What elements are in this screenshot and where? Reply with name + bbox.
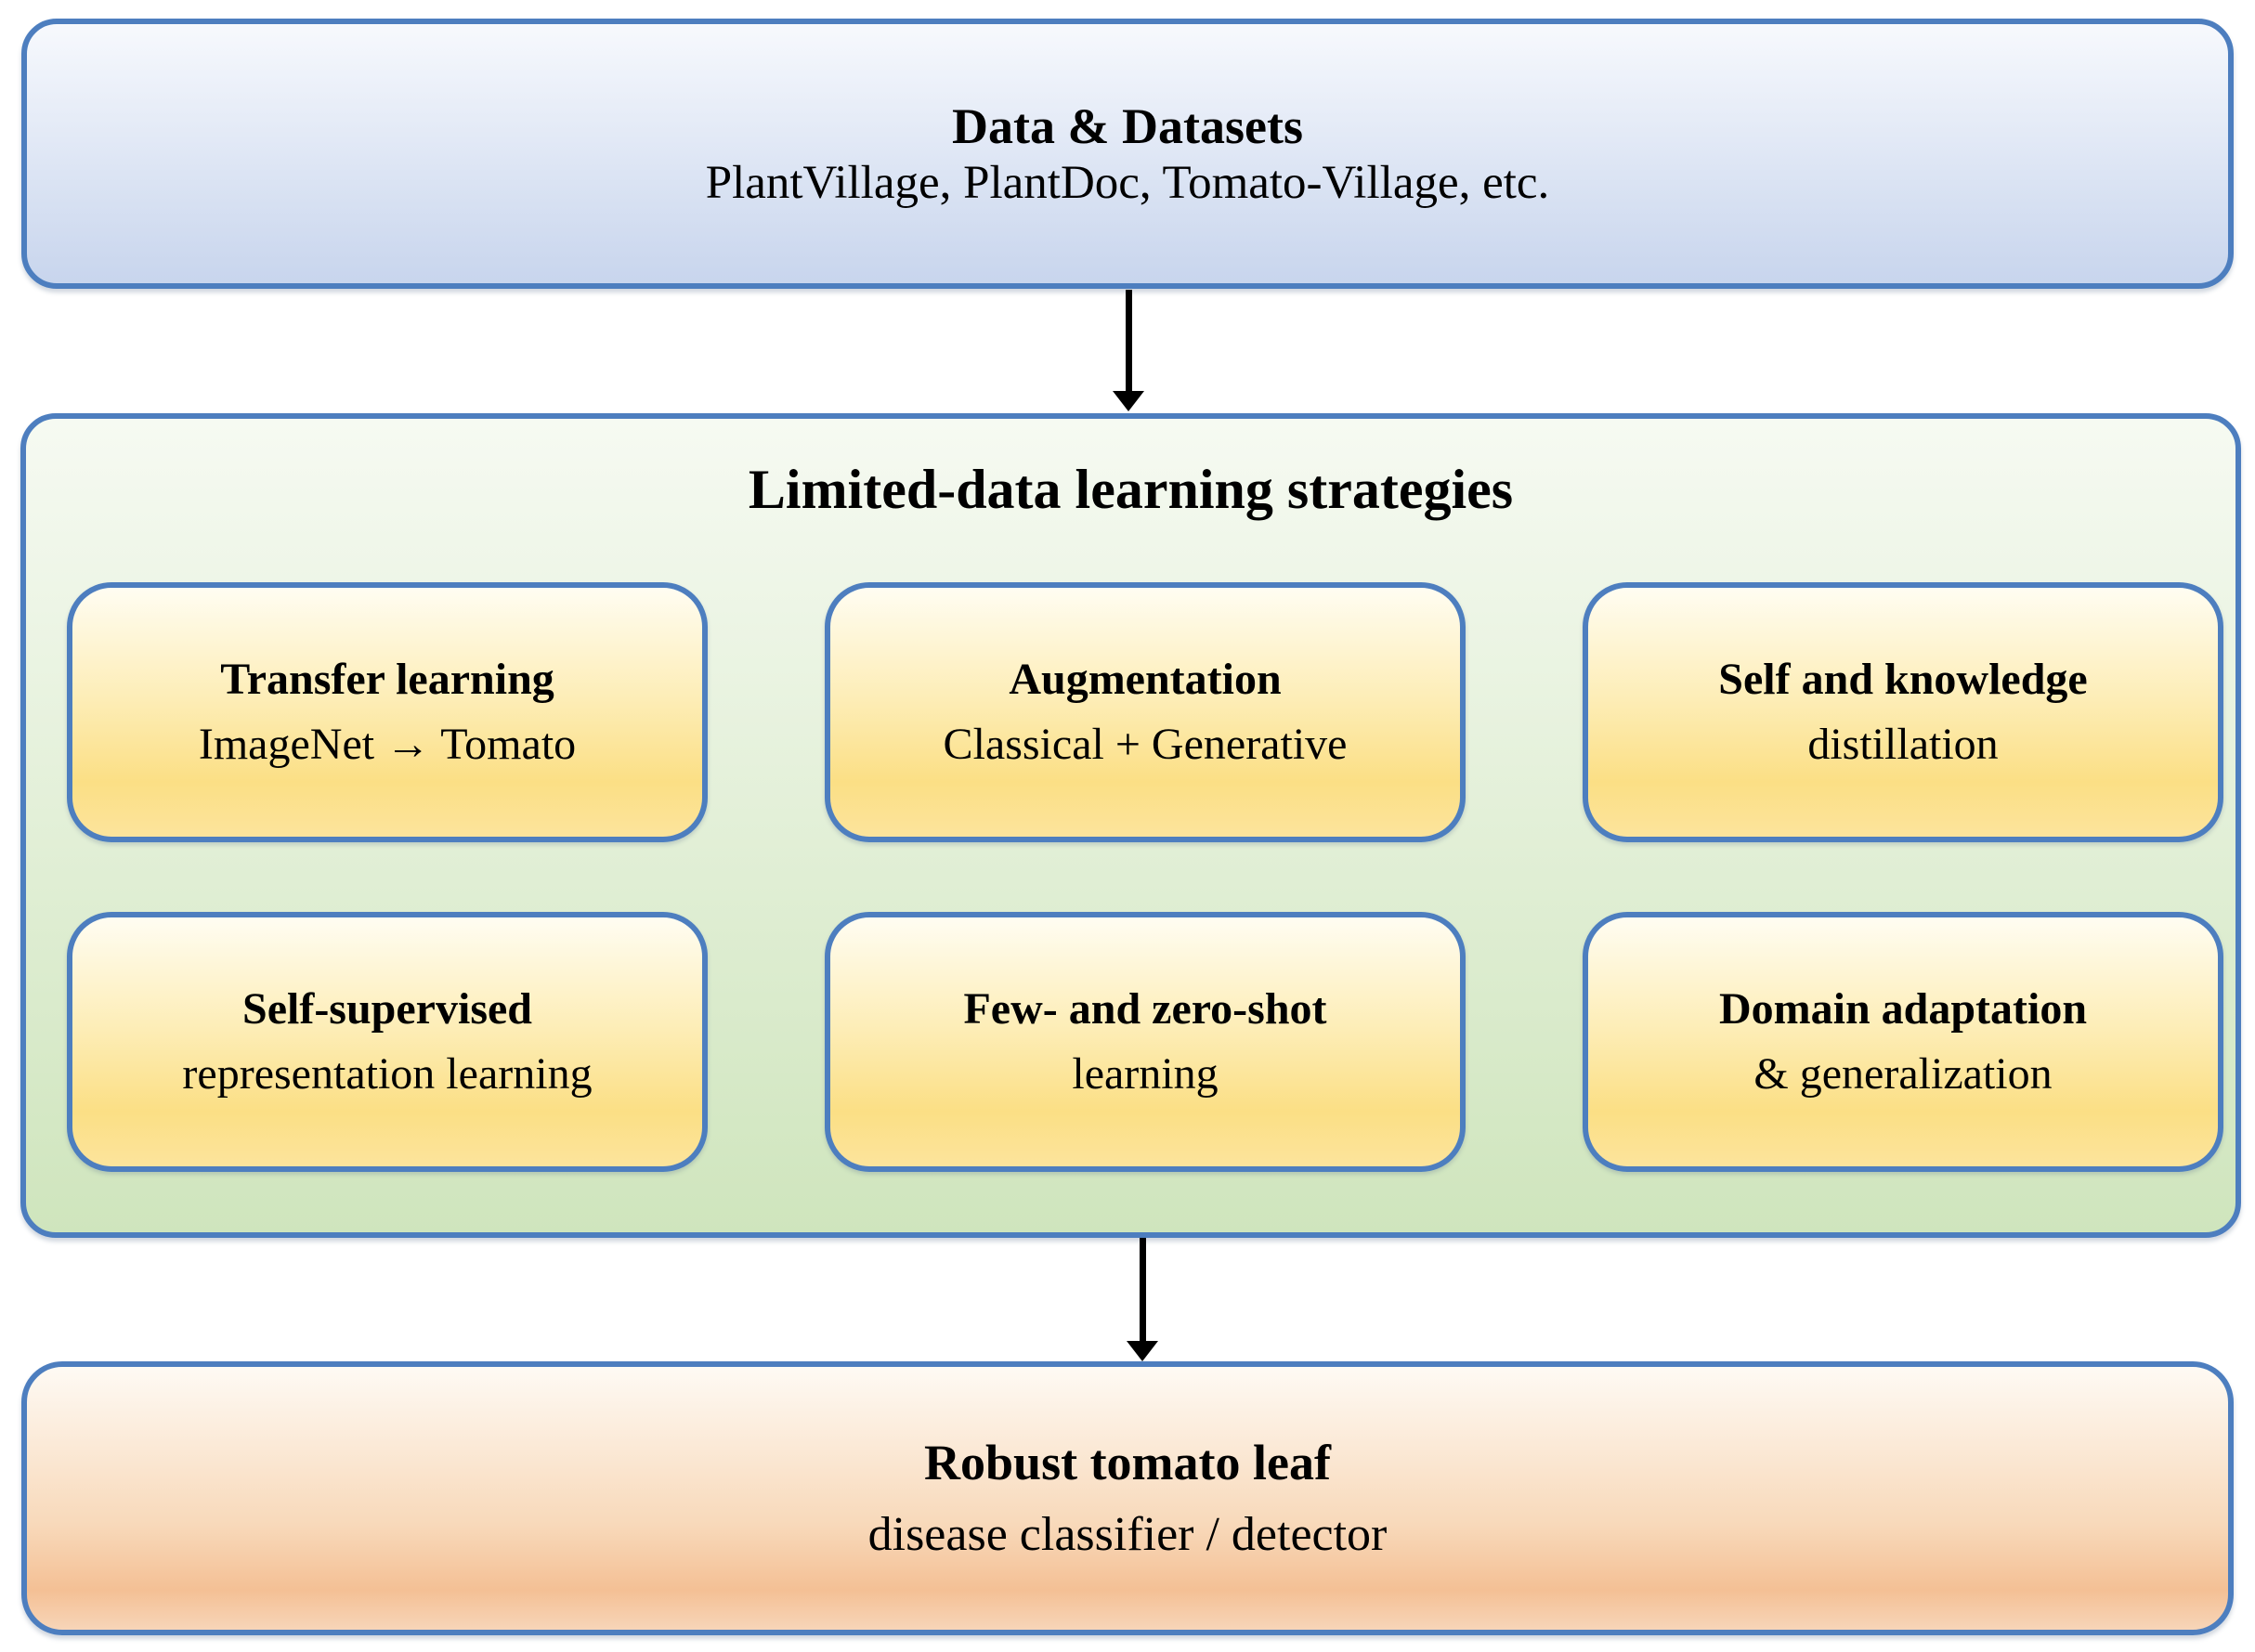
- card-subtitle: ImageNet → Tomato: [198, 720, 577, 769]
- data-datasets-subtitle: PlantVillage, PlantDoc, Tomato-Village, …: [705, 156, 1550, 209]
- output-title: Robust tomato leaf: [924, 1434, 1331, 1490]
- card-augmentation: Augmentation Classical + Generative: [825, 582, 1466, 842]
- card-self-supervised: Self-supervised representation learning: [67, 912, 708, 1172]
- card-title: Few- and zero-shot: [963, 984, 1327, 1034]
- card-title: Transfer learning: [220, 655, 554, 704]
- card-subtitle: distillation: [1807, 720, 1999, 769]
- card-self-knowledge-distillation: Self and knowledge distillation: [1583, 582, 2223, 842]
- arrow-datasets-to-strategies: [1112, 290, 1145, 411]
- card-title: Self and knowledge: [1718, 655, 2088, 704]
- card-subtitle: Classical + Generative: [943, 720, 1348, 769]
- data-datasets-title: Data & Datasets: [952, 98, 1303, 154]
- card-subtitle: representation learning: [182, 1049, 593, 1099]
- card-transfer-learning: Transfer learning ImageNet → Tomato: [67, 582, 708, 842]
- arrow-down-icon: [1113, 391, 1144, 411]
- arrow-stem: [1125, 290, 1132, 391]
- card-title: Domain adaptation: [1718, 984, 2088, 1034]
- card-domain-adaptation: Domain adaptation & generalization: [1583, 912, 2223, 1172]
- card-title: Self-supervised: [242, 984, 532, 1034]
- card-title: Augmentation: [1009, 655, 1282, 704]
- output-box: Robust tomato leaf disease classifier / …: [21, 1361, 2234, 1635]
- strategies-box: Limited-data learning strategies Transfe…: [20, 413, 2241, 1238]
- card-few-zero-shot: Few- and zero-shot learning: [825, 912, 1466, 1172]
- output-subtitle: disease classifier / detector: [867, 1507, 1388, 1561]
- arrow-down-icon: [1127, 1341, 1158, 1361]
- arrow-stem: [1139, 1238, 1146, 1341]
- card-subtitle: & generalization: [1753, 1049, 2053, 1099]
- arrow-strategies-to-output: [1126, 1238, 1159, 1361]
- card-subtitle: learning: [1072, 1049, 1219, 1099]
- strategies-title: Limited-data learning strategies: [748, 459, 1514, 520]
- data-datasets-box: Data & Datasets PlantVillage, PlantDoc, …: [21, 19, 2234, 289]
- strategies-grid: Transfer learning ImageNet → Tomato Augm…: [67, 582, 2223, 1172]
